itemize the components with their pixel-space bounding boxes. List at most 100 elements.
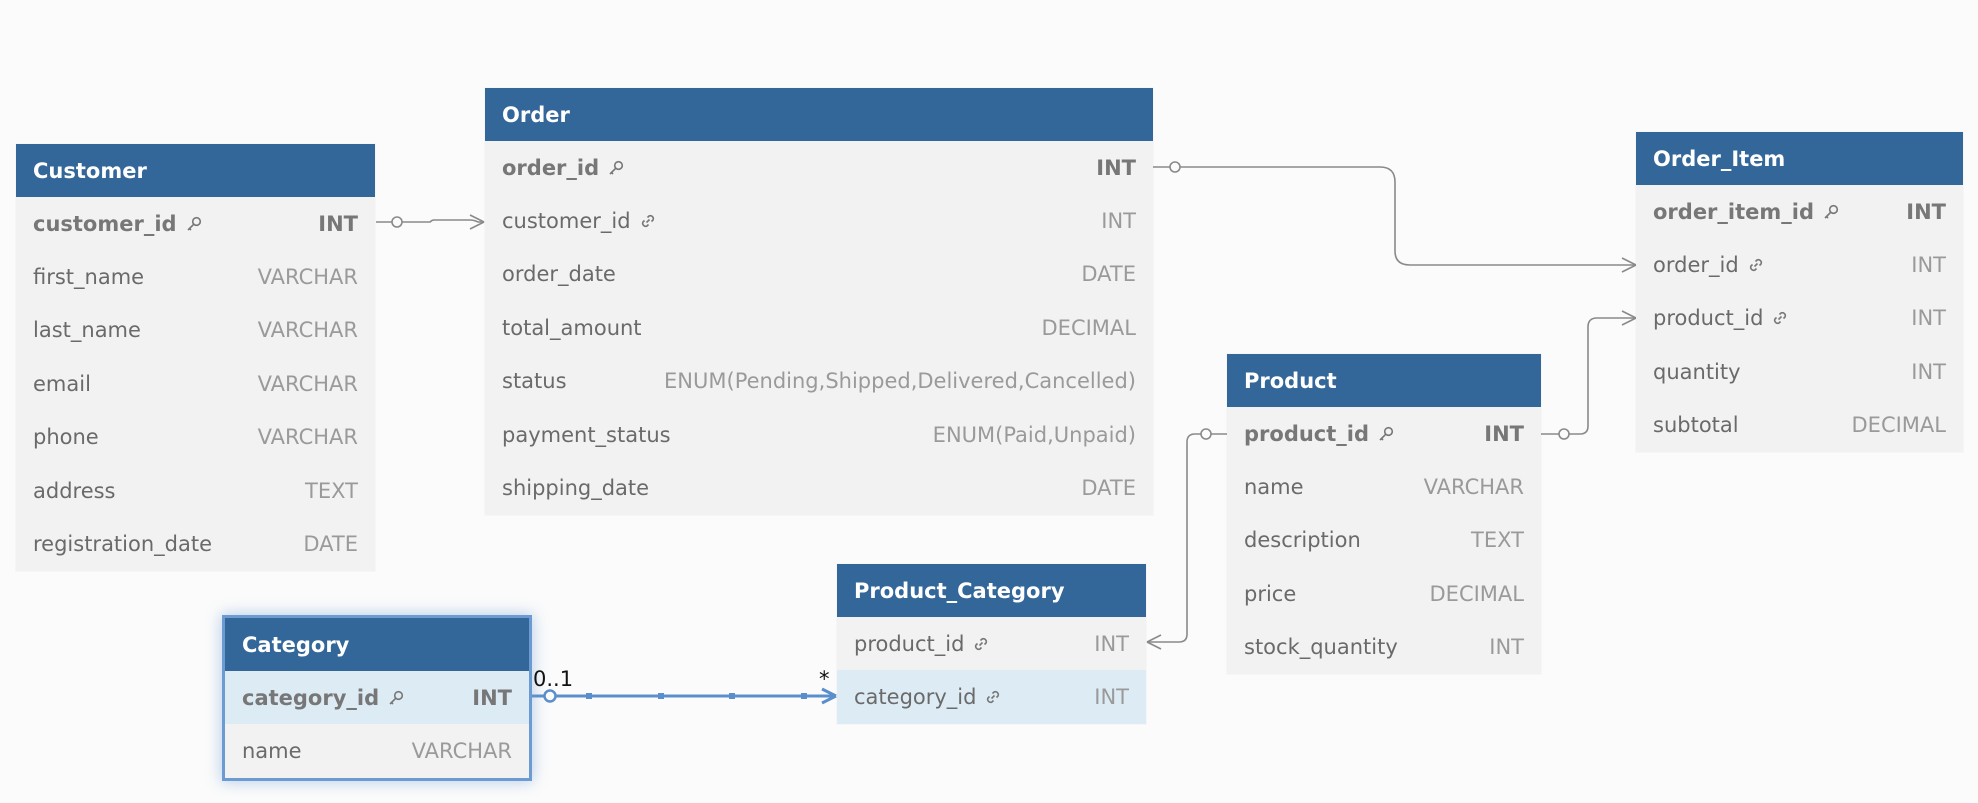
field-type: INT [1911, 253, 1946, 278]
field-type: DECIMAL [1851, 413, 1946, 438]
field-row[interactable]: category_id INT [837, 670, 1146, 724]
table-order[interactable]: Order order_id INT customer_id INT order… [485, 88, 1153, 515]
field-type: INT [1906, 199, 1946, 224]
key-icon [1377, 425, 1395, 443]
cardinality-label-to: * [819, 667, 830, 691]
field-type: INT [472, 685, 512, 710]
field-type: DECIMAL [1041, 315, 1136, 340]
field-name: order_item_id [1653, 199, 1815, 224]
table-title: Order [502, 102, 570, 127]
edge-product-orderitem[interactable] [1541, 310, 1637, 440]
table-title: Product_Category [854, 578, 1065, 603]
edge-order-orderitem[interactable] [1153, 161, 1637, 273]
field-row[interactable]: customer_id INT [485, 194, 1153, 247]
field-type: INT [1096, 155, 1136, 180]
table-title: Product [1244, 368, 1337, 393]
field-type: TEXT [305, 478, 358, 503]
field-row[interactable]: order_id INT [485, 141, 1153, 194]
field-row[interactable]: name VARCHAR [1227, 460, 1541, 513]
field-row[interactable]: product_id INT [837, 617, 1146, 670]
field-row[interactable]: phone VARCHAR [16, 411, 375, 464]
field-name: name [1244, 475, 1304, 500]
field-type: INT [1484, 421, 1524, 446]
field-row[interactable]: order_id INT [1636, 238, 1963, 291]
key-icon [607, 159, 625, 177]
field-row[interactable]: status ENUM(Pending,Shipped,Delivered,Ca… [485, 355, 1153, 408]
field-row[interactable]: subtotal DECIMAL [1636, 399, 1963, 452]
field-type: VARCHAR [411, 739, 512, 764]
field-name: payment_status [502, 422, 671, 447]
field-type: VARCHAR [257, 371, 358, 396]
key-icon [185, 215, 203, 233]
field-row[interactable]: quantity INT [1636, 345, 1963, 398]
key-icon [1822, 203, 1840, 221]
table-order-item[interactable]: Order_Item order_item_id INT order_id IN… [1636, 132, 1963, 452]
table-category[interactable]: Category category_id INT name VARCHAR [222, 615, 532, 781]
field-row[interactable]: total_amount DECIMAL [485, 301, 1153, 354]
field-row[interactable]: description TEXT [1227, 514, 1541, 567]
link-icon [984, 688, 1002, 706]
field-name: order_id [502, 155, 600, 180]
field-name: product_id [854, 631, 965, 656]
field-row[interactable]: shipping_date DATE [485, 461, 1153, 514]
table-customer[interactable]: Customer customer_id INT first_name VARC… [16, 144, 375, 571]
field-name: order_date [502, 262, 616, 287]
field-row[interactable]: last_name VARCHAR [16, 304, 375, 357]
key-icon [387, 689, 405, 707]
field-type: INT [1101, 209, 1136, 234]
table-product-category[interactable]: Product_Category product_id INT category… [837, 564, 1146, 724]
table-order-item-header[interactable]: Order_Item [1636, 132, 1963, 185]
field-row[interactable]: payment_status ENUM(Paid,Unpaid) [485, 408, 1153, 461]
field-name: first_name [33, 265, 145, 290]
field-name: shipping_date [502, 476, 650, 501]
field-type: VARCHAR [257, 318, 358, 343]
field-row[interactable]: registration_date DATE [16, 517, 375, 570]
table-title: Order_Item [1653, 146, 1786, 171]
field-name: status [502, 369, 567, 394]
cardinality-label-from: 0..1 [533, 667, 574, 691]
field-type: INT [1489, 635, 1524, 660]
field-row[interactable]: first_name VARCHAR [16, 250, 375, 303]
field-row[interactable]: email VARCHAR [16, 357, 375, 410]
field-type: TEXT [1471, 528, 1524, 553]
field-row[interactable]: product_id INT [1227, 407, 1541, 460]
table-customer-header[interactable]: Customer [16, 144, 375, 197]
field-row[interactable]: product_id INT [1636, 292, 1963, 345]
field-row[interactable]: customer_id INT [16, 197, 375, 250]
field-name: email [33, 371, 91, 396]
field-row[interactable]: name VARCHAR [225, 724, 529, 777]
field-row[interactable]: stock_quantity INT [1227, 621, 1541, 674]
field-name: category_id [242, 685, 380, 710]
field-name: description [1244, 528, 1361, 553]
field-type: DATE [1081, 476, 1136, 501]
field-type: INT [1094, 685, 1129, 710]
field-row[interactable]: price DECIMAL [1227, 567, 1541, 620]
field-type: VARCHAR [257, 425, 358, 450]
edge-product-productcategory[interactable] [1146, 428, 1227, 650]
field-row[interactable]: order_item_id INT [1636, 185, 1963, 238]
field-name: customer_id [502, 209, 631, 234]
field-name: name [242, 739, 302, 764]
edge-customer-order[interactable] [376, 214, 485, 230]
field-name: total_amount [502, 315, 642, 340]
table-category-header[interactable]: Category [225, 618, 529, 671]
table-product[interactable]: Product product_id INT name VARCHAR desc… [1227, 354, 1541, 674]
field-type: DECIMAL [1429, 581, 1524, 606]
field-name: last_name [33, 318, 141, 343]
table-title: Category [242, 632, 350, 657]
field-type: VARCHAR [257, 265, 358, 290]
field-row[interactable]: order_date DATE [485, 248, 1153, 301]
table-product-header[interactable]: Product [1227, 354, 1541, 407]
edge-category-productcategory[interactable] [531, 687, 837, 705]
table-product-category-header[interactable]: Product_Category [837, 564, 1146, 617]
link-icon [1747, 256, 1765, 274]
field-name: subtotal [1653, 413, 1739, 438]
field-row[interactable]: address TEXT [16, 464, 375, 517]
table-order-header[interactable]: Order [485, 88, 1153, 141]
field-type: DATE [303, 532, 358, 557]
table-title: Customer [33, 158, 147, 183]
link-icon [1771, 309, 1789, 327]
field-row[interactable]: category_id INT [225, 671, 529, 725]
field-type: ENUM(Paid,Unpaid) [932, 422, 1136, 447]
